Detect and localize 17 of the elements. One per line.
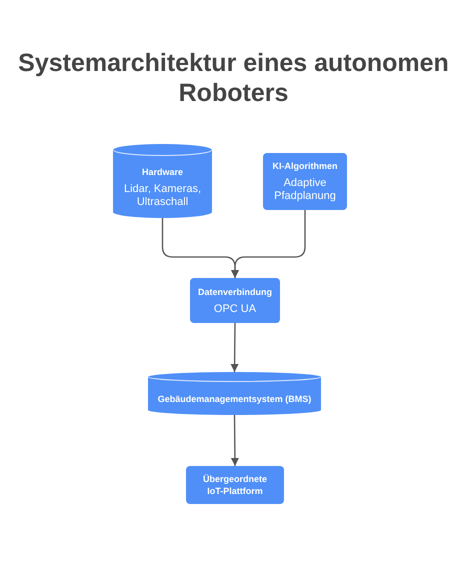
- arrow: [231, 210, 306, 278]
- process-box: [263, 153, 347, 210]
- arrow: [230, 323, 239, 372]
- database-cylinder: [148, 372, 321, 415]
- database-cylinder: [113, 144, 212, 218]
- node-heading: Hardware: [142, 166, 184, 178]
- node-heading: KI-Algorithmen: [272, 160, 338, 172]
- arrow: [230, 415, 239, 466]
- diagram-title: Systemarchitektur eines autonomen Roboters: [17, 48, 450, 108]
- node-text: OPC UA: [214, 302, 256, 316]
- node-text: Lidar, Kameras, Ultraschall: [122, 183, 202, 209]
- node-heading: Datenverbindung: [198, 286, 272, 298]
- node-heading: Übergeordnete IoT-Plattform: [202, 473, 268, 497]
- node-text: Adaptive Pfadplanung: [273, 177, 337, 203]
- process-box: [190, 278, 280, 323]
- process-box: [186, 466, 284, 504]
- node-heading: Gebäudemanagementsystem (BMS): [158, 393, 312, 405]
